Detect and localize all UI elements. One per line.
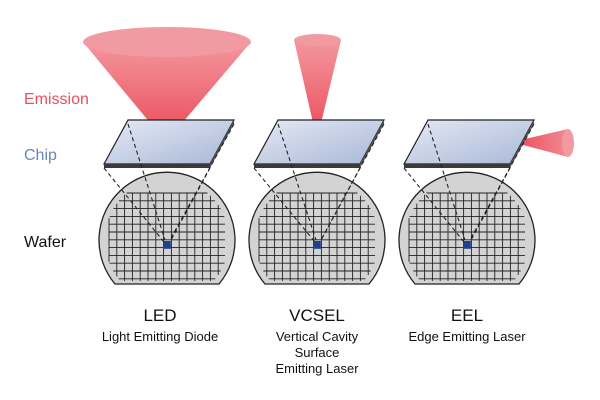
wafer-body bbox=[248, 171, 386, 285]
eel-projection-lines bbox=[403, 123, 535, 243]
led-chip bbox=[102, 119, 236, 168]
die-grid bbox=[408, 192, 525, 281]
highlighted-die bbox=[463, 241, 471, 249]
wafer-body bbox=[98, 171, 236, 285]
die-grid bbox=[108, 192, 225, 281]
eel-emission-beam bbox=[512, 129, 574, 157]
eel-wafer bbox=[398, 171, 536, 285]
eel-name: EEL bbox=[450, 306, 484, 325]
row-label-wafer: Wafer bbox=[24, 234, 67, 251]
vcsel-chip bbox=[252, 119, 386, 168]
eel-description: Edge Emitting Laser bbox=[408, 329, 526, 344]
die-grid bbox=[258, 192, 375, 281]
highlighted-die bbox=[163, 241, 171, 249]
vcsel-projection-lines bbox=[253, 123, 385, 243]
vcsel-description: Vertical Cavity Surface Emitting Laser bbox=[275, 329, 359, 376]
led-emission-cone bbox=[83, 27, 251, 142]
vcsel-name: VCSEL bbox=[289, 306, 345, 325]
led-description: Light Emitting Diode bbox=[101, 329, 219, 344]
vcsel-wafer bbox=[248, 171, 386, 285]
eel-chip bbox=[402, 119, 536, 168]
highlighted-die bbox=[313, 241, 321, 249]
led-wafer bbox=[98, 171, 236, 285]
led-name: LED bbox=[143, 306, 177, 325]
vcsel-emission-beam bbox=[294, 34, 341, 140]
led-projection-lines bbox=[103, 123, 235, 243]
row-label-chip: Chip bbox=[24, 147, 57, 164]
row-label-emission: Emission bbox=[24, 91, 89, 108]
wafer-body bbox=[398, 171, 536, 285]
